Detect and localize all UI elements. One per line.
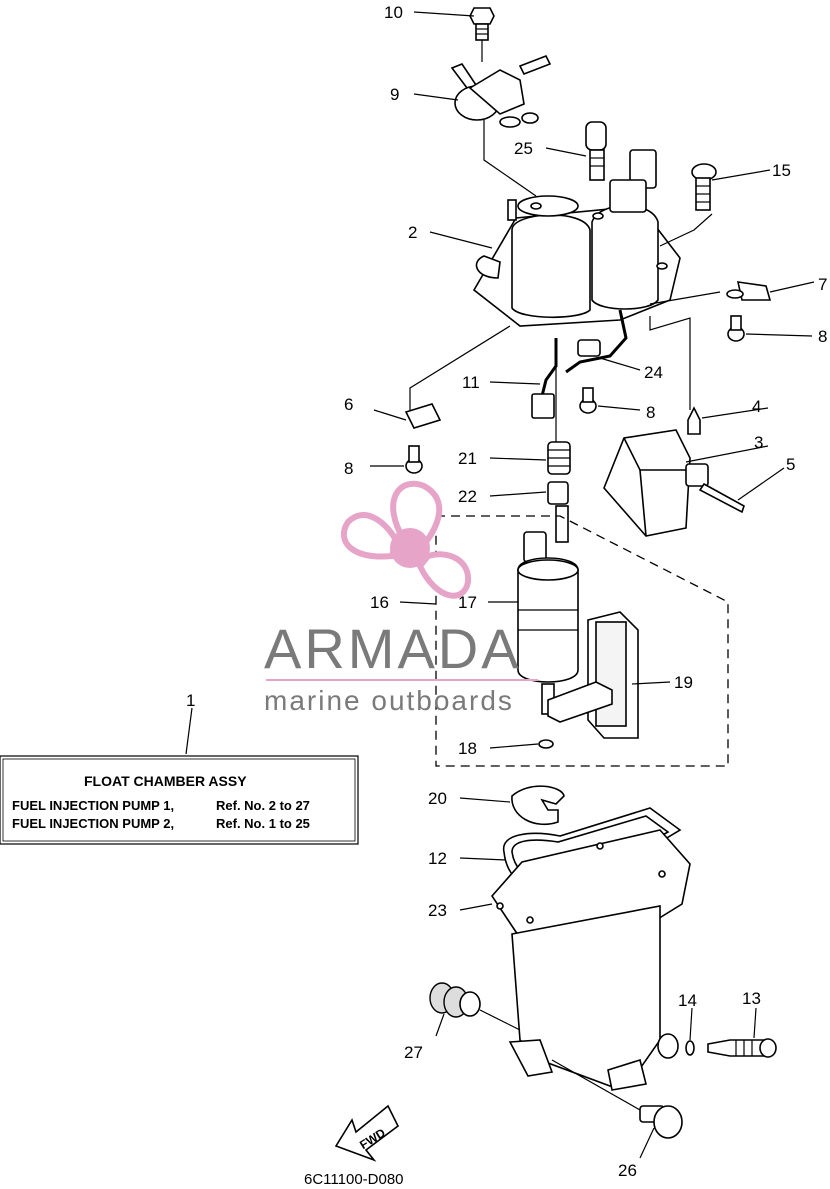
callout-23: 23 <box>428 901 447 920</box>
callout-2: 2 <box>408 223 417 242</box>
callout-20: 20 <box>428 789 447 808</box>
part-11-harness <box>531 309 628 419</box>
callout-11: 11 <box>462 373 480 392</box>
part-8-screw-c <box>405 445 423 474</box>
watermark-brand: ARMADA <box>264 617 522 680</box>
callout-15: 15 <box>772 161 791 180</box>
part-27-grommet <box>429 982 481 1018</box>
watermark-tagline: marine outboards <box>264 685 514 716</box>
part-15-screw <box>691 163 717 211</box>
assy-line2-name: FUEL INJECTION PUMP 2, <box>12 816 174 831</box>
part-5-pin <box>698 482 745 514</box>
callout-16: 16 <box>370 593 389 612</box>
callout-8-top: 8 <box>818 327 827 346</box>
part-7-clip <box>726 281 772 301</box>
part-3-cover <box>603 429 709 537</box>
subassy-16-outline <box>435 515 729 767</box>
callout-numbers: 10 9 25 15 2 7 8 11 24 6 8 4 3 8 21 5 22… <box>186 3 827 1180</box>
callout-6: 6 <box>344 395 353 414</box>
part-18-oring <box>538 739 554 749</box>
callout-5: 5 <box>786 455 795 474</box>
part-13-screw <box>707 1038 777 1058</box>
callout-8-mid: 8 <box>646 403 655 422</box>
callout-26: 26 <box>618 1161 637 1180</box>
callout-17: 17 <box>458 593 477 612</box>
callout-10: 10 <box>384 3 403 22</box>
assy-info-box: FLOAT CHAMBER ASSY FUEL INJECTION PUMP 1… <box>0 755 359 845</box>
drawing-code: 6C11100-D080 <box>304 1171 404 1188</box>
leader-lines <box>185 11 815 1159</box>
assy-line1-name: FUEL INJECTION PUMP 1, <box>12 798 174 813</box>
part-9-valve <box>450 40 552 128</box>
callout-21: 21 <box>458 449 477 468</box>
part-22-sleeve <box>547 481 569 505</box>
assy-box-title: FLOAT CHAMBER ASSY <box>84 773 247 789</box>
part-19-strainer <box>547 611 639 739</box>
part-25-sensor <box>585 121 607 181</box>
callout-12: 12 <box>428 849 447 868</box>
assy-line1-ref: Ref. No. 2 to 27 <box>216 798 310 813</box>
watermark: ARMADA marine outboards <box>264 480 538 716</box>
callout-1: 1 <box>186 691 195 710</box>
callout-22: 22 <box>458 487 477 506</box>
callout-3: 3 <box>754 433 763 452</box>
part-10-bolt <box>469 7 495 41</box>
part-14-oring <box>685 1040 695 1056</box>
part-26-plug <box>639 1105 683 1139</box>
callout-8-left: 8 <box>344 459 353 478</box>
callout-18: 18 <box>458 739 477 758</box>
part-17-pump <box>517 505 579 715</box>
part-8-screw-b <box>579 387 597 414</box>
part-21-cap <box>547 441 571 475</box>
callout-9: 9 <box>390 85 399 104</box>
part-8-screw-a <box>727 315 745 342</box>
part-6-bracket <box>404 403 442 429</box>
callout-14: 14 <box>678 991 697 1010</box>
callout-4: 4 <box>752 397 761 416</box>
callout-19: 19 <box>674 673 693 692</box>
callout-24: 24 <box>644 363 663 382</box>
propeller-logo <box>340 480 472 599</box>
assy-line2-ref: Ref. No. 1 to 25 <box>216 816 310 831</box>
callout-27: 27 <box>404 1043 423 1062</box>
part-23-chamber <box>490 829 691 1091</box>
part-4-terminal <box>687 406 701 435</box>
callout-13: 13 <box>742 989 761 1008</box>
callout-7: 7 <box>818 275 827 294</box>
part-2-housing <box>472 149 681 327</box>
callout-25: 25 <box>514 139 533 158</box>
fwd-arrow: FWD <box>334 1104 400 1162</box>
part-20-retainer <box>511 785 565 826</box>
